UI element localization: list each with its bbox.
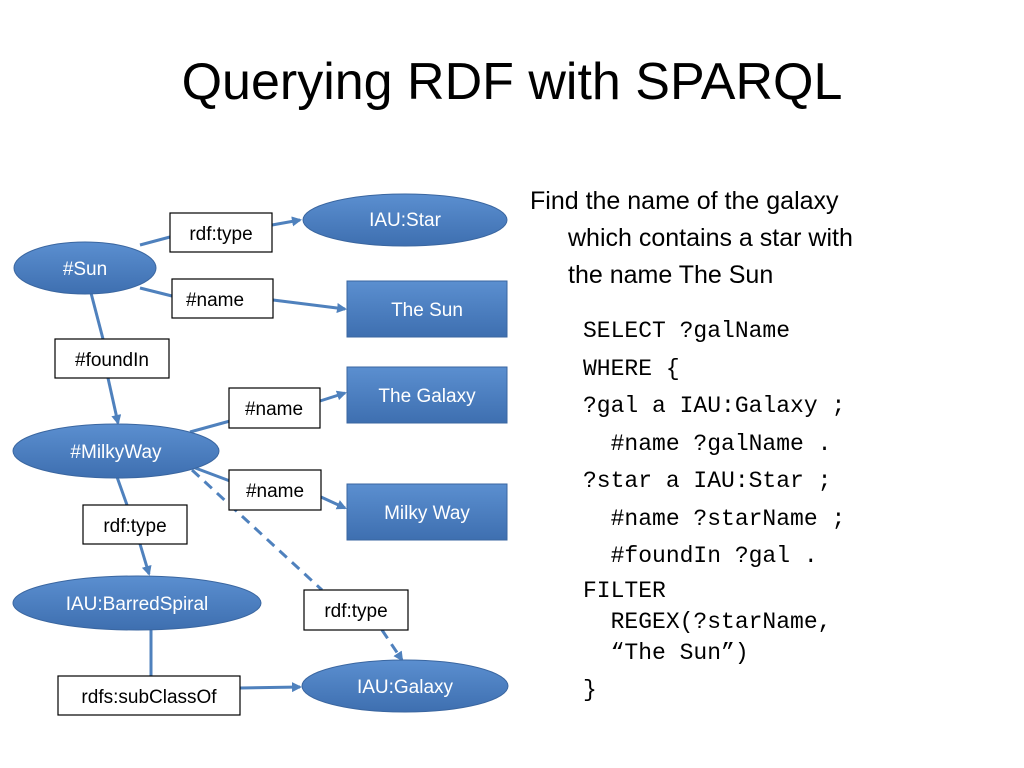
edge-subclassof-line2	[239, 682, 302, 693]
node-barred-spiral: IAU:BarredSpiral	[12, 575, 262, 631]
question-text: Find the name of the galaxy which contai…	[530, 183, 970, 294]
edge-label-subclassof-box	[57, 675, 241, 716]
slide-title: Querying RDF with SPARQL	[181, 53, 843, 111]
edge-label-subclassof: rdfs:subClassOf	[57, 675, 241, 716]
question-line-2: which contains a star with	[568, 224, 853, 252]
query-line-star-name: #name ?starName ;	[583, 505, 846, 532]
edge-mw-name1-line2	[319, 390, 347, 403]
query-line-foundin: #foundIn ?gal .	[583, 543, 818, 569]
edge-label-sun-name: #name	[171, 278, 274, 319]
sparql-query: SELECT ?galName WHERE { ?gal a IAU:Galax…	[583, 313, 1003, 706]
node-sun: #Sun	[13, 241, 157, 295]
node-barred-spiral-label: IAU:BarredSpiral	[66, 594, 209, 615]
edge-label-mw-type-box	[82, 504, 188, 545]
query-line-filter: FILTER	[583, 577, 666, 604]
edge-mw-name2-line2	[320, 495, 347, 510]
edge-label-mw-name1-text: #name	[245, 399, 303, 420]
node-sun-shape	[13, 241, 157, 295]
query-line-select: SELECT ?galName	[583, 318, 791, 344]
edge-label-mw-name2: #name	[228, 469, 322, 511]
edge-mw-type-line2	[138, 543, 152, 576]
query-line-where: WHERE {	[583, 355, 680, 382]
edge-label-mw-type-dashed: rdf:type	[303, 589, 409, 631]
edge-mw-type-line1	[115, 476, 129, 506]
node-iau-galaxy-shape	[301, 659, 509, 713]
edge-label-mw-type: rdf:type	[82, 504, 188, 545]
node-milkyway-label: #MilkyWay	[70, 442, 162, 463]
query-line-regex: REGEX(?starName,	[583, 608, 832, 635]
node-the-sun-label: The Sun	[391, 300, 463, 321]
query-line-regex-arg: “The Sun”)	[583, 639, 749, 666]
edge-label-subclassof-text: rdfs:subClassOf	[81, 687, 217, 708]
node-iau-galaxy: IAU:Galaxy	[301, 659, 509, 713]
node-iau-star-shape	[302, 193, 508, 247]
edge-sun-type-line1	[139, 235, 171, 247]
node-sun-label: #Sun	[63, 259, 107, 280]
edge-mw-name1-line1	[189, 419, 231, 434]
edge-label-mw-type-dashed-text: rdf:type	[324, 601, 387, 622]
edge-label-sun-foundin-text: #foundIn	[75, 350, 149, 371]
edge-sun-name-line2	[272, 298, 347, 313]
edge-sun-foundin-line1	[89, 292, 105, 340]
query-line-close-brace: }	[583, 676, 597, 703]
edge-mw-type-dashed-line1	[190, 468, 324, 592]
edge-label-sun-foundin: #foundIn	[54, 338, 170, 379]
node-the-sun: The Sun	[346, 280, 508, 338]
edge-sun-name-line1	[139, 286, 173, 298]
edge-label-mw-type-dashed-box	[303, 589, 409, 631]
node-milkyway: #MilkyWay	[12, 423, 220, 479]
edge-label-sun-foundin-box	[54, 338, 170, 379]
edge-label-mw-name2-text: #name	[246, 481, 304, 502]
edge-sun-type-line2	[271, 216, 302, 227]
node-iau-star: IAU:Star	[302, 193, 508, 247]
query-line-star-type: ?star a IAU:Star ;	[583, 468, 832, 494]
node-the-sun-shape	[346, 280, 508, 338]
edge-label-mw-name1: #name	[228, 387, 321, 429]
node-milky-way-literal-label: Milky Way	[384, 503, 470, 524]
node-iau-galaxy-label: IAU:Galaxy	[357, 677, 454, 698]
node-the-galaxy-label: The Galaxy	[378, 386, 476, 407]
edge-label-mw-name1-box	[228, 387, 321, 429]
edge-mw-name2-line1	[189, 464, 231, 483]
edge-label-sun-type-box	[169, 212, 273, 253]
query-line-gal-name: #name ?galName .	[583, 430, 832, 457]
node-milkyway-shape	[12, 423, 220, 479]
node-milky-way-literal: Milky Way	[346, 483, 508, 541]
edge-label-sun-name-box	[171, 278, 274, 319]
query-line-gal-type: ?gal a IAU:Galaxy ;	[583, 393, 846, 419]
node-iau-star-label: IAU:Star	[369, 210, 441, 231]
edge-label-mw-name2-box	[228, 469, 322, 511]
edge-mw-type-dashed-line2	[380, 629, 404, 662]
node-the-galaxy: The Galaxy	[346, 366, 508, 424]
node-the-galaxy-shape	[346, 366, 508, 424]
node-milky-way-literal-shape	[346, 483, 508, 541]
edge-label-mw-type-text: rdf:type	[103, 516, 166, 537]
question-line-3: the name The Sun	[568, 261, 774, 289]
edge-sun-foundin-line2	[106, 377, 122, 425]
graph-edges	[89, 216, 404, 693]
question-line-1: Find the name of the galaxy	[530, 187, 839, 215]
edge-label-sun-type-text: rdf:type	[189, 224, 252, 245]
edge-label-sun-type: rdf:type	[169, 212, 273, 253]
node-barred-spiral-shape	[12, 575, 262, 631]
edge-label-sun-name-text: #name	[186, 290, 244, 311]
